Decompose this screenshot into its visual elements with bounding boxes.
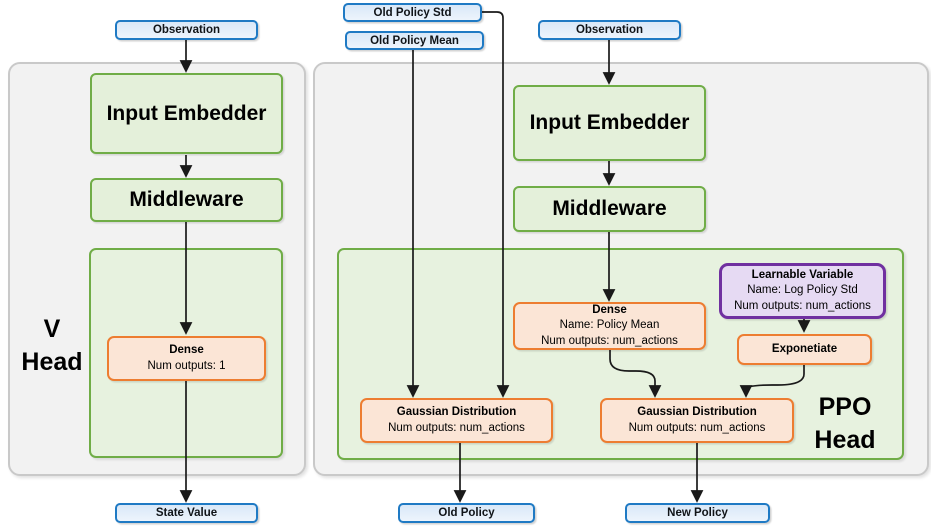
old-policy-mean-label: Old Policy Mean bbox=[370, 34, 459, 47]
learnable-variable-name: Name: Log Policy Std bbox=[747, 284, 858, 297]
learnable-variable-title: Learnable Variable bbox=[751, 268, 854, 281]
dense-policy-mean-node: Dense Name: Policy Mean Num outputs: num… bbox=[513, 302, 706, 350]
old-policy-std-label: Old Policy Std bbox=[373, 6, 452, 19]
new-policy-output-label: New Policy bbox=[667, 507, 728, 519]
input-embedder-right-label: Input Embedder bbox=[529, 111, 690, 134]
v-head-label-line1: V bbox=[43, 315, 61, 343]
middleware-left-node: Middleware bbox=[90, 178, 283, 222]
old-policy-mean-node: Old Policy Mean bbox=[345, 31, 484, 50]
state-value-node: State Value bbox=[115, 503, 258, 523]
old-policy-std-node: Old Policy Std bbox=[343, 3, 482, 22]
observation-right-node: Observation bbox=[538, 20, 681, 40]
middleware-left-label: Middleware bbox=[129, 188, 244, 211]
observation-left-node: Observation bbox=[115, 20, 258, 40]
gaussian-distribution-new-node: Gaussian Distribution Num outputs: num_a… bbox=[600, 398, 794, 443]
new-policy-output-node: New Policy bbox=[625, 503, 770, 523]
middleware-right-node: Middleware bbox=[513, 186, 706, 232]
gaussian-new-title: Gaussian Distribution bbox=[637, 406, 757, 418]
middleware-right-label: Middleware bbox=[552, 197, 667, 220]
old-policy-output-label: Old Policy bbox=[438, 507, 495, 519]
gaussian-distribution-old-node: Gaussian Distribution Num outputs: num_a… bbox=[360, 398, 553, 443]
dense-v-title: Dense bbox=[169, 344, 204, 356]
exponetiate-node: Exponetiate bbox=[737, 334, 872, 365]
input-embedder-left-label: Input Embedder bbox=[106, 101, 267, 125]
observation-right-label: Observation bbox=[575, 24, 644, 36]
ppo-head-label: PPO Head bbox=[797, 391, 893, 457]
gaussian-new-num-outputs: Num outputs: num_actions bbox=[628, 421, 766, 434]
state-value-label: State Value bbox=[155, 507, 218, 519]
ppo-head-label-line1: PPO bbox=[818, 393, 872, 421]
v-head-label: V Head bbox=[13, 313, 91, 379]
gaussian-old-title: Gaussian Distribution bbox=[396, 406, 517, 418]
exponetiate-label: Exponetiate bbox=[771, 342, 838, 355]
dense-v-node: Dense Num outputs: 1 bbox=[107, 336, 266, 381]
old-policy-output-node: Old Policy bbox=[398, 503, 535, 523]
learnable-variable-num-outputs: Num outputs: num_actions bbox=[734, 299, 871, 312]
input-embedder-left-node: Input Embedder bbox=[90, 73, 283, 154]
dense-policy-mean-title: Dense bbox=[592, 303, 627, 316]
v-head-label-line2: Head bbox=[21, 348, 83, 376]
observation-left-label: Observation bbox=[152, 24, 221, 36]
dense-policy-mean-num-outputs: Num outputs: num_actions bbox=[541, 334, 678, 347]
ppo-head-label-line2: Head bbox=[814, 426, 876, 454]
dense-policy-mean-name: Name: Policy Mean bbox=[559, 319, 660, 332]
input-embedder-right-node: Input Embedder bbox=[513, 85, 706, 161]
learnable-variable-node: Learnable Variable Name: Log Policy Std … bbox=[719, 263, 886, 319]
dense-v-num-outputs: Num outputs: 1 bbox=[147, 359, 226, 372]
gaussian-old-num-outputs: Num outputs: num_actions bbox=[388, 421, 525, 434]
